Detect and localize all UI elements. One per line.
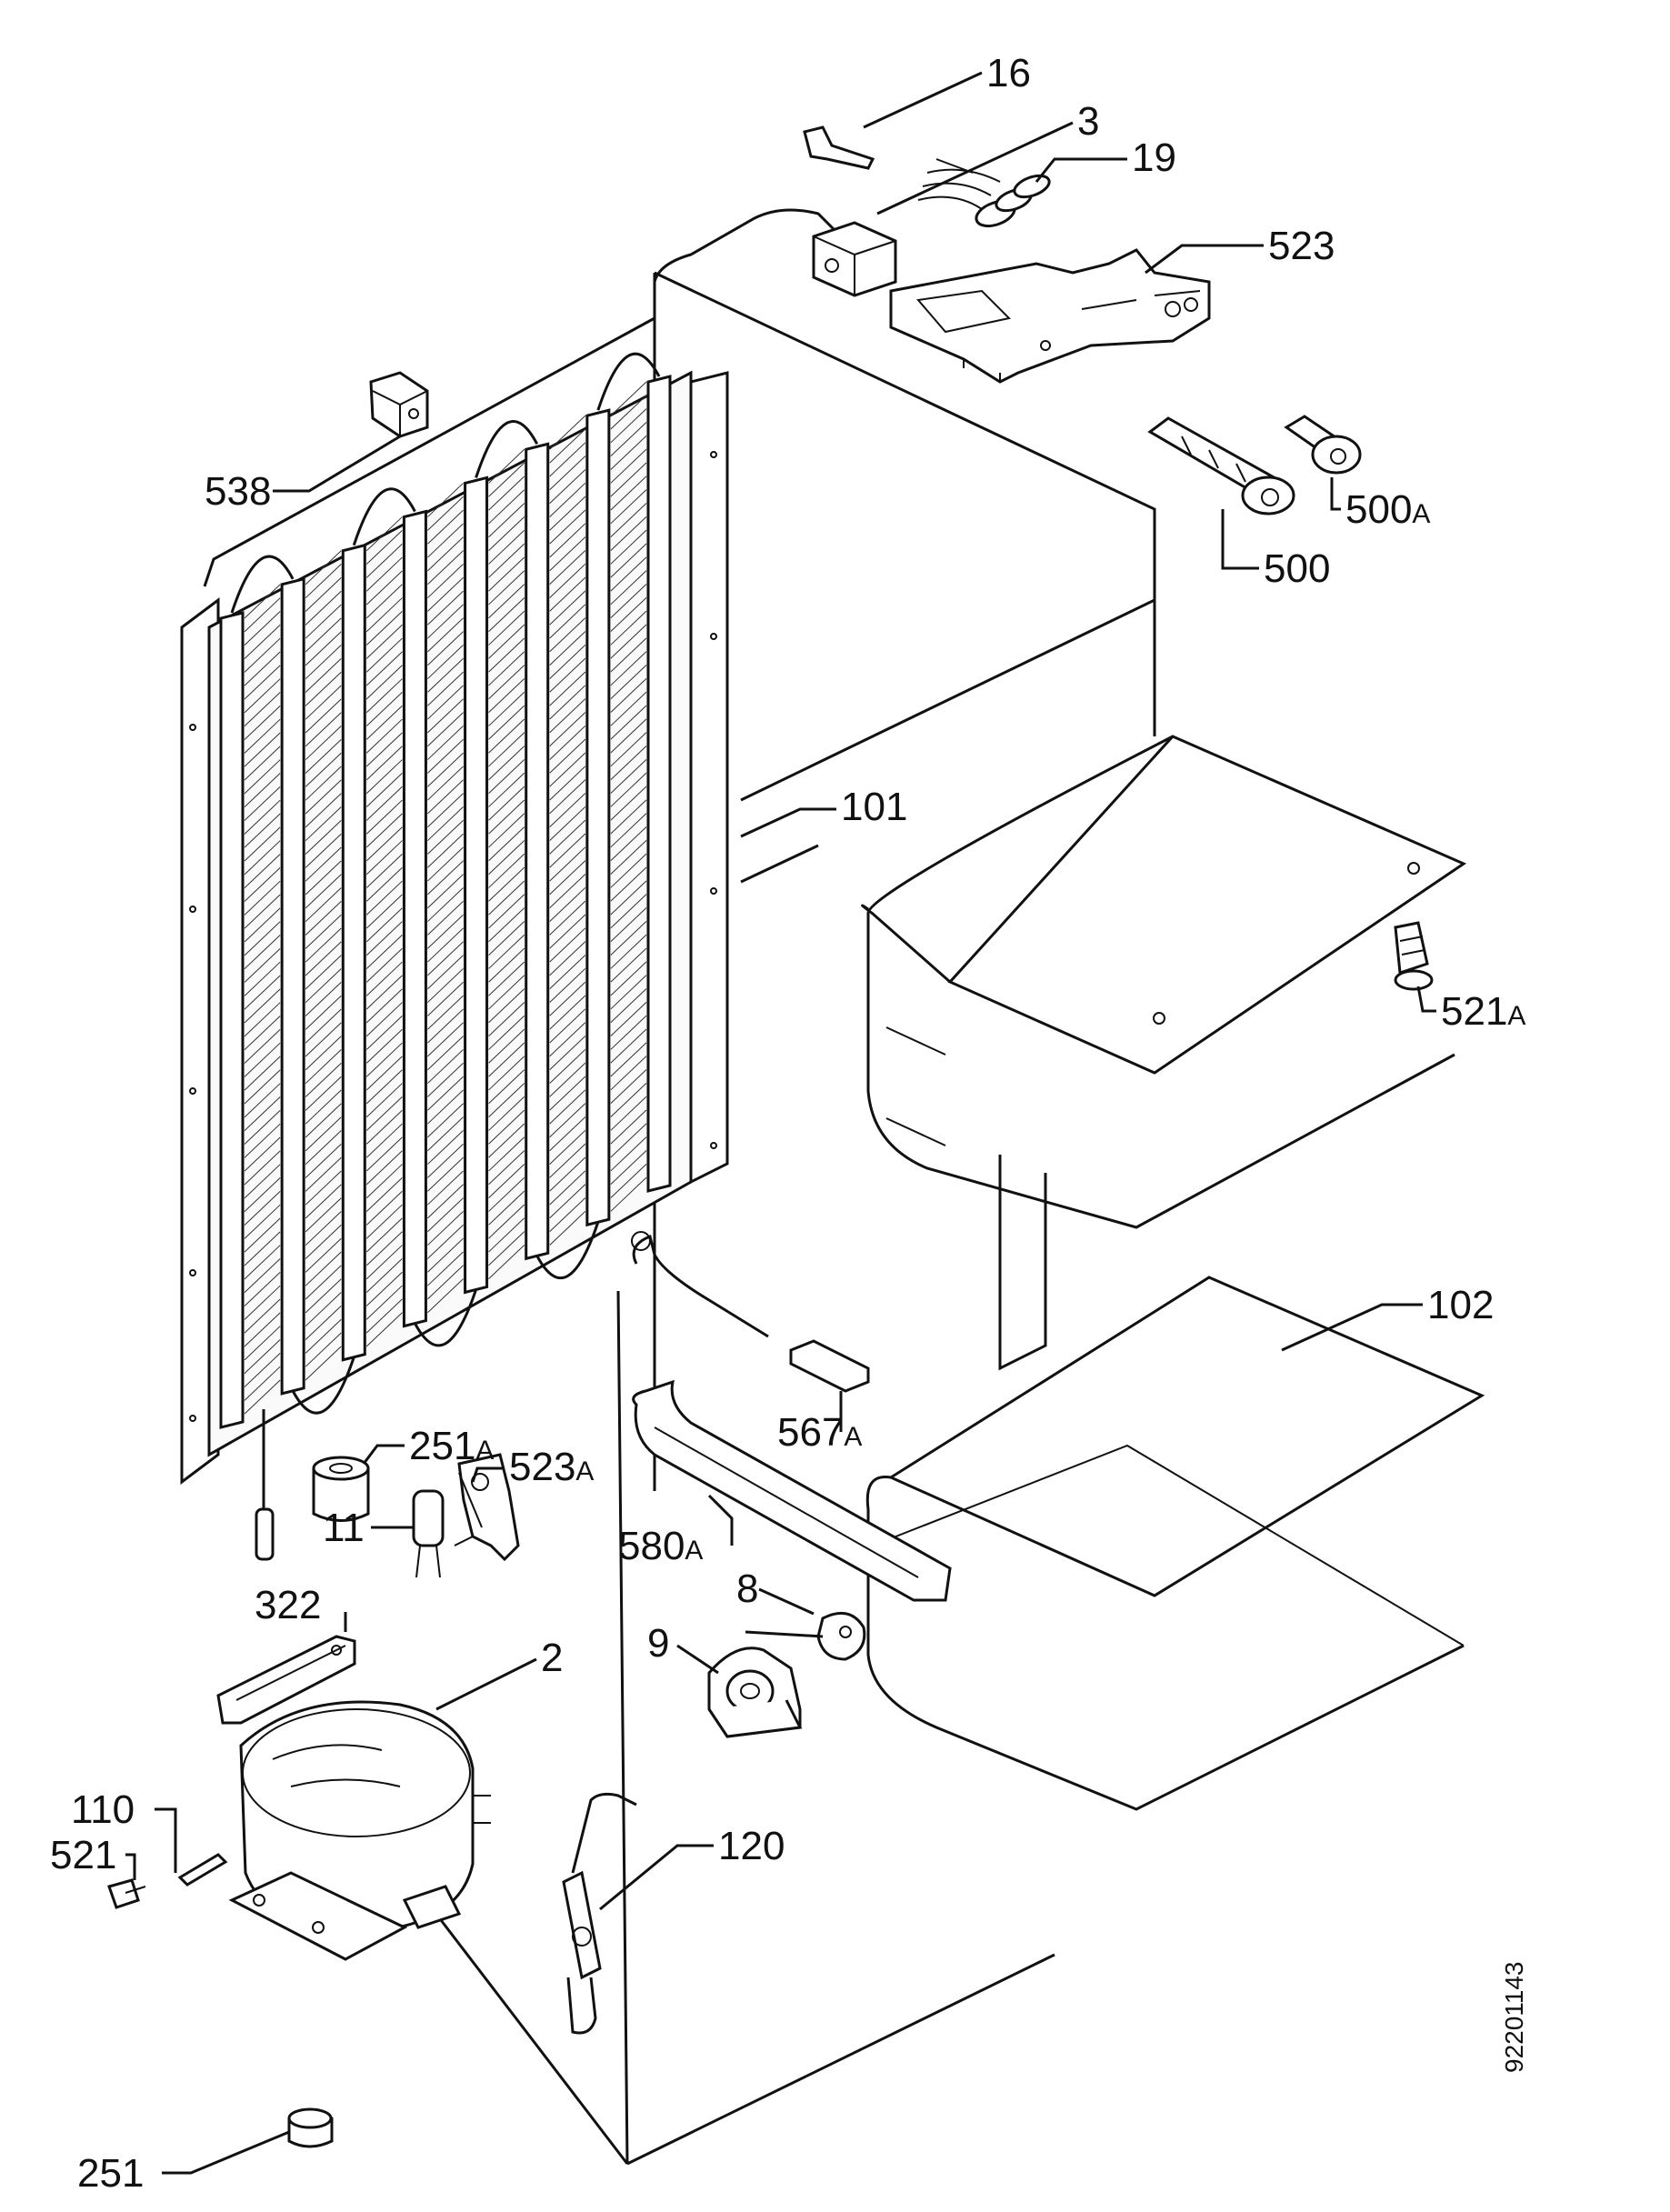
callout-11: 11: [323, 1506, 365, 1550]
part-16-clip: [803, 125, 875, 170]
part-11-capacitor: [412, 1489, 445, 1578]
part-251-grommet: [287, 2107, 334, 2148]
callout-500: 500: [1264, 546, 1330, 591]
part-120-fuse: [562, 1792, 637, 2035]
callout-521a: 521A: [1441, 989, 1525, 1034]
part-251a-grommet: [312, 1456, 370, 1522]
part-3-thermostat: [812, 221, 897, 297]
callout-110: 110: [71, 1787, 135, 1832]
callout-16: 16: [986, 51, 1031, 95]
part-2-compressor: [228, 1700, 491, 1961]
part-500a-hinge-pin: [1284, 415, 1362, 475]
callout-9: 9: [647, 1621, 669, 1666]
callout-500a: 500A: [1345, 487, 1430, 532]
callout-120: 120: [718, 1824, 785, 1868]
part-9-relay: [707, 1646, 803, 1738]
callout-523: 523: [1268, 224, 1335, 268]
part-8-overload: [745, 1611, 866, 1661]
part-523-thermostat-housing: [889, 248, 1211, 384]
part-322-rail: [216, 1635, 356, 1725]
leader-lines: [125, 71, 1436, 2175]
callout-2: 2: [541, 1636, 563, 1680]
callout-8: 8: [736, 1566, 758, 1611]
part-538-block: [369, 371, 429, 438]
callout-567a: 567A: [777, 1410, 862, 1455]
callout-251a: 251A: [409, 1424, 494, 1468]
callout-102: 102: [1427, 1283, 1494, 1327]
callout-19: 19: [1132, 135, 1176, 180]
callout-labels: 16 3 19 523 538 500A 500 101 521A 102 56…: [50, 51, 1525, 2196]
part-567a-bracket: [631, 1231, 870, 1393]
callout-322: 322: [255, 1583, 321, 1627]
callout-101: 101: [841, 785, 907, 829]
callout-251: 251: [77, 2151, 144, 2196]
lower-shelf: [865, 1276, 1485, 1811]
upper-shelf: [861, 735, 1467, 1371]
part-110-pin: [177, 1853, 228, 1887]
part-521a-clip: [1394, 921, 1434, 991]
callout-538: 538: [205, 469, 271, 514]
callout-523a: 523A: [509, 1445, 594, 1489]
drawing-reference-number: 92201143: [1500, 1962, 1528, 2074]
callout-3: 3: [1077, 99, 1099, 144]
callout-521: 521: [50, 1833, 116, 1877]
condenser-coil: [180, 352, 729, 1561]
part-500-hinge-pin: [1147, 416, 1295, 515]
part-580a-tray: [632, 1379, 952, 1602]
part-521-screw: [107, 1878, 146, 1909]
callout-580a: 580A: [618, 1524, 703, 1568]
part-19-connectors: [917, 158, 1051, 228]
